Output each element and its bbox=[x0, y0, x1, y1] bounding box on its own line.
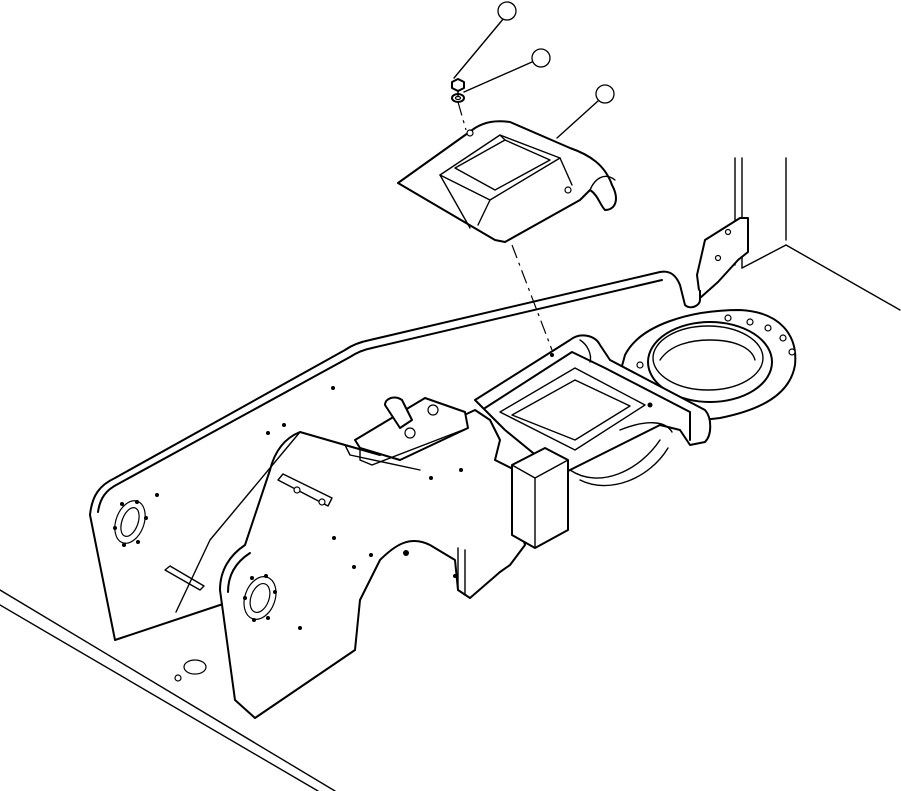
callout-3-circle[interactable] bbox=[595, 84, 615, 104]
cab-upright bbox=[696, 157, 901, 311]
right-side-plate bbox=[175, 409, 526, 719]
mounting-block bbox=[354, 396, 469, 466]
left-side-plate bbox=[89, 270, 701, 641]
floor-hole bbox=[174, 659, 207, 682]
bolt bbox=[451, 78, 465, 97]
center-frame-box bbox=[474, 334, 712, 487]
floor-edge bbox=[0, 589, 336, 791]
end-block bbox=[511, 447, 569, 549]
assembly-lines bbox=[457, 101, 553, 351]
callouts bbox=[453, 1, 615, 139]
callout-2-circle[interactable] bbox=[531, 48, 551, 68]
callout-1-circle[interactable] bbox=[497, 1, 517, 21]
cover-plate bbox=[397, 120, 617, 243]
